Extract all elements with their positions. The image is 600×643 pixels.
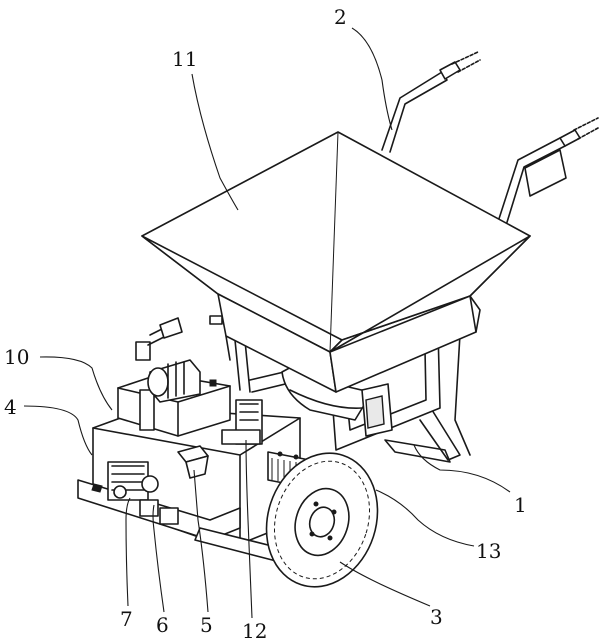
- leader-5: [193, 469, 209, 613]
- callout-5: 5: [200, 613, 213, 637]
- hopper: [141, 131, 531, 393]
- wheel: [265, 452, 379, 588]
- handle-bars: [381, 51, 599, 233]
- callout-2: 2: [334, 5, 347, 29]
- leader-4: [23, 405, 93, 456]
- leader-13: [375, 489, 475, 547]
- leader-3: [339, 561, 431, 607]
- leader-1: [413, 444, 511, 493]
- callout-12: 12: [242, 619, 267, 643]
- leader-6: [152, 504, 165, 613]
- leader-lines: [23, 27, 511, 619]
- leader-12: [245, 439, 253, 619]
- callout-13: 13: [476, 539, 501, 563]
- callout-1: 1: [514, 493, 527, 517]
- leader-10: [39, 356, 113, 411]
- callout-11: 11: [172, 47, 197, 71]
- callout-7: 7: [120, 607, 133, 631]
- leader-11: [191, 73, 239, 211]
- mixing-drum: [281, 364, 393, 437]
- pump-unit: [117, 317, 231, 437]
- callout-10: 10: [4, 345, 29, 369]
- callouts: 2 11 10 4 1 13 3 7 6 5 12: [4, 5, 527, 643]
- callout-6: 6: [156, 613, 169, 637]
- callout-4: 4: [4, 395, 17, 419]
- leader-2: [351, 27, 393, 131]
- callout-3: 3: [430, 605, 443, 629]
- leader-7: [125, 497, 131, 607]
